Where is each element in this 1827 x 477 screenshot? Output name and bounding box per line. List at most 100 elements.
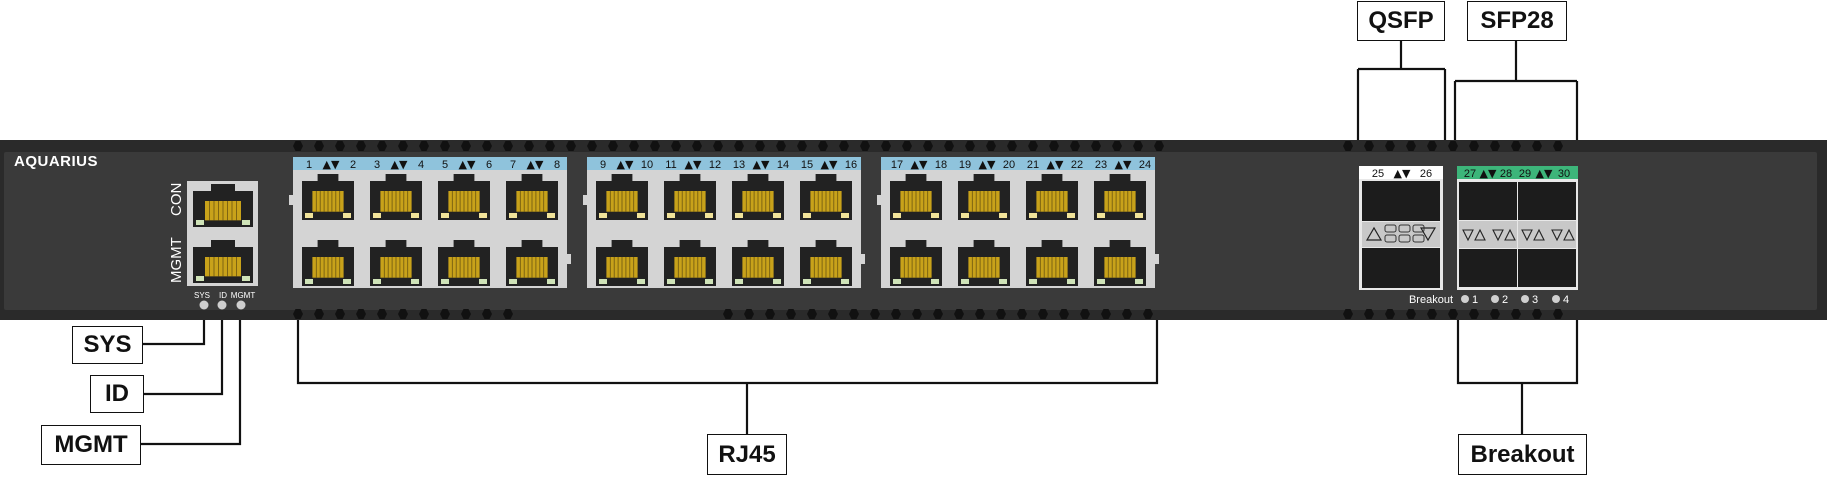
- port-arrows: ▲▼: [911, 158, 928, 171]
- rj45-port-number-4: 4: [418, 159, 424, 171]
- rj45-port-14[interactable]: [732, 240, 784, 286]
- vent-top-b-2: [1385, 141, 1395, 151]
- rj45-port-15[interactable]: [800, 174, 852, 220]
- vent-bot-b-2: [765, 309, 775, 319]
- rj45-port-23[interactable]: [1094, 174, 1146, 220]
- port-link-led: [667, 213, 675, 218]
- rj45-port-8[interactable]: [506, 240, 558, 286]
- port-activity-led: [705, 279, 713, 284]
- vent-top-b-1: [1364, 141, 1374, 151]
- breakout-leader: [1456, 314, 1579, 434]
- vent-bot-a-5: [398, 309, 408, 319]
- rj45-port-10[interactable]: [596, 240, 648, 286]
- jack-latch: [385, 174, 407, 182]
- jack-latch: [211, 240, 235, 248]
- rj45-port-13[interactable]: [732, 174, 784, 220]
- qsfp-cage-top[interactable]: [1362, 181, 1440, 221]
- port-activity-led: [479, 279, 487, 284]
- sfp28-port-30: 30: [1558, 168, 1570, 180]
- rj45-port-number-19: 19: [959, 159, 971, 171]
- brand-logo: AQUARIUS: [14, 153, 98, 170]
- rj45-port-21[interactable]: [1026, 174, 1078, 220]
- sys-leader: [143, 318, 206, 346]
- rj45-port-11[interactable]: [664, 174, 716, 220]
- vent-top-a-21: [734, 141, 744, 151]
- sfp28-cage[interactable]: [1518, 182, 1576, 220]
- rj45-port-12[interactable]: [664, 240, 716, 286]
- qsfp-lane-4: [1384, 234, 1397, 243]
- down-triangle-icon: [1551, 229, 1563, 242]
- vent-top-a-41: [1154, 141, 1164, 151]
- sfp28-leader: [1453, 40, 1579, 148]
- vent-bot-b-13: [996, 309, 1006, 319]
- jack-latch: [611, 240, 633, 248]
- sfp28-cage[interactable]: [1459, 182, 1517, 220]
- breakout-label: Breakout: [1409, 294, 1453, 306]
- sys-callout: SYS: [72, 326, 143, 364]
- jack-latch: [815, 174, 837, 182]
- jack-latch: [905, 174, 927, 182]
- port-arrows: ▲▼: [821, 158, 838, 171]
- rj45-port-7[interactable]: [506, 174, 558, 220]
- rj45-port-2[interactable]: [302, 240, 354, 286]
- rj45-port-number-17: 17: [891, 159, 903, 171]
- console-mgmt-block: CON MGMT SYS ID MGMT: [168, 181, 258, 310]
- qsfp-block: 25 ▲▼ 26: [1359, 166, 1443, 290]
- port-link-led: [961, 213, 969, 218]
- sfp28-cage[interactable]: [1518, 249, 1576, 287]
- rj45-port-24[interactable]: [1094, 240, 1146, 286]
- vent-top-a-15: [608, 141, 618, 151]
- qsfp-port-26: 26: [1420, 168, 1432, 180]
- vent-top-a-18: [671, 141, 681, 151]
- qsfp-cage-bottom[interactable]: [1362, 248, 1440, 288]
- port-link-led: [735, 279, 743, 284]
- sfp28-cage[interactable]: [1459, 249, 1517, 287]
- port-link-led: [305, 279, 313, 284]
- jack-latch: [611, 174, 633, 182]
- sfp28-arrows-b: ▲▼: [1536, 167, 1553, 180]
- rj45-port-4[interactable]: [370, 240, 422, 286]
- vent-bot-b-15: [1038, 309, 1048, 319]
- vent-top-a-34: [1007, 141, 1017, 151]
- port-arrows: ▲▼: [1115, 158, 1132, 171]
- sfp28-cages: [1459, 182, 1576, 287]
- qsfp-lane-1: [1384, 224, 1397, 233]
- vent-top-b-0: [1343, 141, 1353, 151]
- port-arrows: ▲▼: [527, 158, 544, 171]
- rj45-port-20[interactable]: [958, 240, 1010, 286]
- vent-bot-a-1: [314, 309, 324, 319]
- rj45-port-6[interactable]: [438, 240, 490, 286]
- port-activity-led: [841, 279, 849, 284]
- rj45-port-9[interactable]: [596, 174, 648, 220]
- port-activity-led: [411, 279, 419, 284]
- vent-bot-b-4: [807, 309, 817, 319]
- rj45-port-3[interactable]: [370, 174, 422, 220]
- rj45-port-17[interactable]: [890, 174, 942, 220]
- port-link-led: [305, 213, 313, 218]
- vent-bot-a-0: [293, 309, 303, 319]
- vent-top-a-38: [1091, 141, 1101, 151]
- rj45-port-number-15: 15: [801, 159, 813, 171]
- vent-bot-b-14: [1017, 309, 1027, 319]
- jack-latch: [317, 240, 339, 248]
- up-triangle-icon: [1474, 228, 1486, 241]
- rj45-port-1[interactable]: [302, 174, 354, 220]
- vent-top-a-5: [398, 141, 408, 151]
- port-arrows: ▲▼: [323, 158, 340, 171]
- rj45-port-18[interactable]: [890, 240, 942, 286]
- vent-bot-a-8: [461, 309, 471, 319]
- port-link-led: [373, 213, 381, 218]
- vent-bot-c-10: [1553, 309, 1563, 319]
- vent-bot-c-4: [1427, 309, 1437, 319]
- rj45-port-19[interactable]: [958, 174, 1010, 220]
- rj45-port-5[interactable]: [438, 174, 490, 220]
- vent-top-a-29: [902, 141, 912, 151]
- console-port[interactable]: [193, 184, 253, 227]
- rj45-port-22[interactable]: [1026, 240, 1078, 286]
- leader-lines: [127, 40, 1579, 446]
- mgmt-ethernet-port[interactable]: [193, 240, 253, 283]
- port-link-led: [961, 279, 969, 284]
- rj45-port-16[interactable]: [800, 240, 852, 286]
